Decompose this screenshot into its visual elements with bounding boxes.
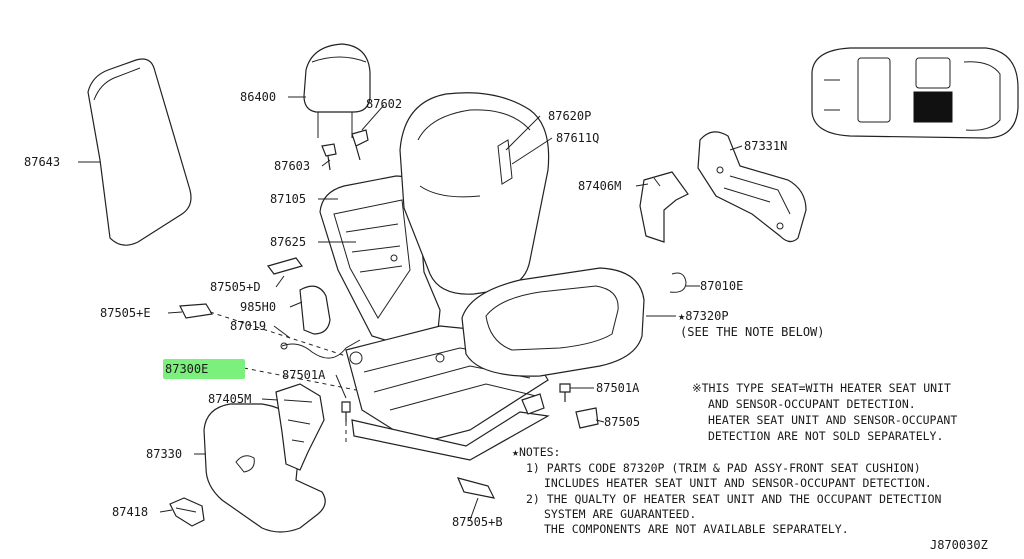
label-87505[interactable]: 87505 xyxy=(604,415,640,429)
trim-tab-87505b xyxy=(456,477,496,499)
label-87611q[interactable]: 87611Q xyxy=(556,131,599,145)
part-labels: 87643 86400 87602 87603 87105 87625 8750… xyxy=(24,90,825,529)
label-87405m[interactable]: 87405M xyxy=(208,392,251,406)
notes-block: ★NOTES: 1) PARTS CODE 87320P (TRIM & PAD… xyxy=(512,445,941,536)
label-87010e[interactable]: 87010E xyxy=(700,279,743,293)
sensor-985h0 xyxy=(299,285,331,335)
bolt-87501a-right xyxy=(559,383,571,402)
bracket-87405m xyxy=(275,383,325,471)
label-87505d[interactable]: 87505+D xyxy=(210,280,261,294)
label-87625[interactable]: 87625 xyxy=(270,235,306,249)
label-87320p[interactable]: ★87320P xyxy=(678,309,729,323)
label-87603[interactable]: 87603 xyxy=(274,159,310,173)
highlight-87300e xyxy=(163,359,245,379)
label-87331n[interactable]: 87331N xyxy=(744,139,787,153)
note-item-2: 2) THE QUALTY OF HEATER SEAT UNIT AND TH… xyxy=(526,492,941,506)
bolt-87501a-left xyxy=(341,401,351,422)
leader-lines xyxy=(78,96,743,521)
label-87406m[interactable]: 87406M xyxy=(578,179,621,193)
special-note-line-3: HEATER SEAT UNIT AND SENSOR-OCCUPANT xyxy=(708,413,957,427)
trim-tab-87505 xyxy=(575,407,599,429)
label-985h0[interactable]: 985H0 xyxy=(240,300,276,314)
seat-back-trim xyxy=(399,92,550,295)
label-87643[interactable]: 87643 xyxy=(24,155,60,169)
note-item-1-cont: INCLUDES HEATER SEAT UNIT AND SENSOR-OCC… xyxy=(544,476,932,490)
label-87300e[interactable]: 87300E xyxy=(165,362,208,376)
label-87501a-left[interactable]: 87501A xyxy=(282,368,326,382)
bracket-small xyxy=(521,393,545,415)
seat-cushion-87320p xyxy=(461,267,645,377)
special-note-line-4: DETECTION ARE NOT SOLD SEPARATELY. xyxy=(708,429,943,443)
note-item-2-cont: SYSTEM ARE GUARANTEED. xyxy=(544,507,696,521)
harness-87019 xyxy=(280,339,361,359)
trim-tab-87505d xyxy=(266,257,304,275)
label-87505b[interactable]: 87505+B xyxy=(452,515,503,529)
label-87418[interactable]: 87418 xyxy=(112,505,148,519)
clip-87010e xyxy=(669,272,687,293)
note-item-1: 1) PARTS CODE 87320P (TRIM & PAD ASSY-FR… xyxy=(526,461,921,475)
label-87602[interactable]: 87602 xyxy=(366,97,402,111)
special-note-line-1: ※THIS TYPE SEAT=WITH HEATER SEAT UNIT xyxy=(692,381,951,395)
headrest-86400 xyxy=(303,43,371,138)
label-86400[interactable]: 86400 xyxy=(240,90,276,104)
trim-tab-87505e xyxy=(179,303,213,319)
diagram-code: J870030Z xyxy=(930,538,988,552)
cover-87406m xyxy=(639,171,689,243)
special-note-line-2: AND SENSOR-OCCUPANT DETECTION. xyxy=(708,397,916,411)
vehicle-top-view xyxy=(811,47,1019,139)
special-seat-note: ※THIS TYPE SEAT=WITH HEATER SEAT UNIT AN… xyxy=(692,381,957,443)
label-87620p[interactable]: 87620P xyxy=(548,109,591,123)
label-87019[interactable]: 87019 xyxy=(230,319,266,333)
side-shield-87331n xyxy=(697,131,807,243)
label-87505e[interactable]: 87505+E xyxy=(100,306,151,320)
label-87501a-right[interactable]: 87501A xyxy=(596,381,640,395)
notes-heading: ★NOTES: xyxy=(512,445,560,459)
clip-87418 xyxy=(169,497,205,527)
label-87320p-note: (SEE THE NOTE BELOW) xyxy=(680,325,825,339)
note-item-2-components: THE COMPONENTS ARE NOT AVAILABLE SEPARAT… xyxy=(544,522,849,536)
headrest-guides xyxy=(321,129,369,171)
label-87105[interactable]: 87105 xyxy=(270,192,306,206)
back-panel-87643 xyxy=(87,58,192,246)
label-87330[interactable]: 87330 xyxy=(146,447,182,461)
